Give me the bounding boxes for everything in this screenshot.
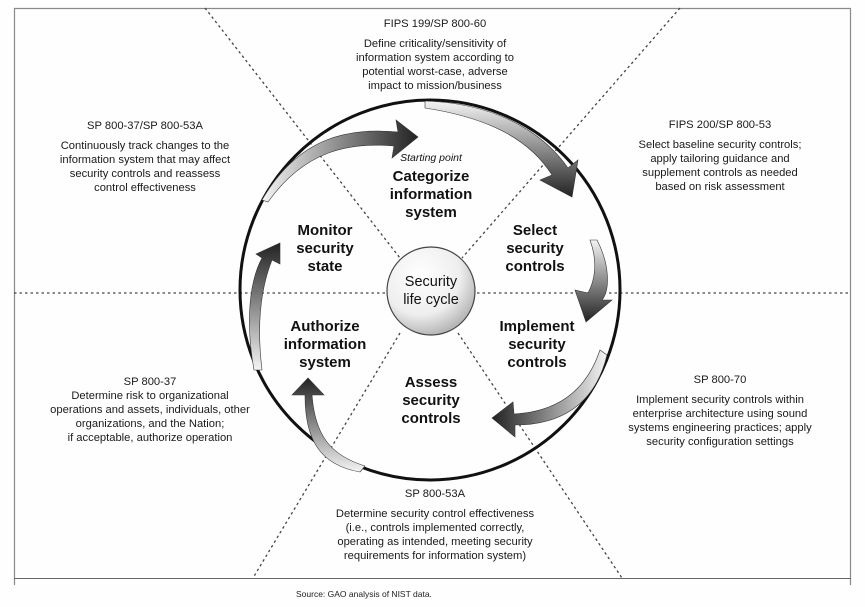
stage-line: controls [507,354,567,371]
reference-standard: FIPS 200/SP 800-53 [668,119,772,131]
description-line: Continuously track changes to the [60,140,230,152]
frame-border [13,7,852,585]
description-line: organizations, and the Nation; [75,418,225,430]
description-line: information system that may affect [59,154,231,166]
description-line: operations and assets, individuals, othe… [50,404,250,416]
reference-standard: SP 800-70 [693,374,747,386]
description-line: enterprise architecture using sound [632,408,808,420]
description-line: Determine security control effectiveness [335,508,535,520]
description-line: (i.e., controls implemented correctly, [345,522,525,534]
stage-implement: Implement security controls [478,318,596,372]
stage-line: Monitor [297,222,353,239]
hub-label: Security life cycle [391,273,471,309]
stage-line: Authorize [290,318,360,335]
stage-line: security [506,240,564,257]
life-cycle-ring [238,98,622,482]
stage-assess: Assess security controls [376,374,486,428]
stage-line: state [307,258,343,275]
description-monitor: SP 800-37/SP 800-53A Continuously track … [30,119,260,195]
description-line: supplement controls as needed [642,167,798,179]
description-line: operating as intended, meeting security [337,536,533,548]
description-assess: SP 800-53A Determine security control ef… [310,487,560,563]
description-line: security configuration settings [646,436,794,448]
stage-line: controls [401,410,461,427]
stage-line: Implement [499,318,575,335]
hub-label-line: Security [404,274,458,290]
reference-standard: SP 800-37/SP 800-53A [87,120,203,132]
divider-top-left [204,7,401,259]
stage-line: system [405,204,457,221]
stage-line: Select [512,222,558,239]
description-line: systems engineering practices; apply [628,422,812,434]
description-line: if acceptable, authorize operation [67,432,233,444]
stage-line: Categorize [392,168,470,185]
description-line: Determine risk to organizational [71,390,229,402]
stage-categorize: Starting point Categorize information sy… [356,150,506,222]
description-line: impact to mission/business [368,80,502,92]
arrow-categorize-to-select [424,100,579,198]
source-note: Source: GAO analysis of NIST data. [296,589,432,599]
arrow-implement-to-assess [491,349,608,438]
stage-monitor: Monitor security state [275,222,375,276]
stage-line: security [402,392,460,409]
stage-line: security [296,240,354,257]
stage-select: Select security controls [480,222,590,276]
description-implement: SP 800-70 Implement security controls wi… [595,373,845,449]
description-line: Implement security controls within [636,394,804,406]
description-line: security controls and reassess [69,168,221,180]
arrow-assess-to-authorize [291,377,366,473]
hub-label-line: life cycle [403,292,459,308]
description-line: based on risk assessment [655,181,785,193]
stage-line: Assess [404,374,458,391]
hub-circle [386,246,476,336]
starting-point-label: Starting point [400,152,462,164]
stage-line: information [283,336,367,353]
stage-line: system [299,354,351,371]
arrow-authorize-to-monitor [249,242,281,371]
description-authorize: SP 800-37 Determine risk to organization… [25,375,275,445]
description-line: apply tailoring guidance and [650,153,790,165]
description-line: Select baseline security controls; [638,139,802,151]
divider-bottom-left [252,332,401,579]
description-line: control effectiveness [94,182,196,194]
stage-line: security [508,336,566,353]
arrow-select-to-implement [574,239,613,323]
sector-dividers [14,7,851,579]
reference-standard: SP 800-37 [123,376,177,388]
divider-top-right [461,7,681,259]
description-line: requirements for information system) [343,550,527,562]
description-select: FIPS 200/SP 800-53 Select baseline secur… [600,118,840,194]
reference-standard: SP 800-53A [404,488,466,500]
arrow-monitor-to-categorize [261,119,419,203]
description-line: information system according to [356,52,514,64]
description-categorize: FIPS 199/SP 800-60 Define criticality/se… [320,17,550,93]
stage-line: controls [505,258,565,275]
stage-authorize: Authorize information system [265,318,385,372]
description-line: potential worst-case, adverse [362,66,508,78]
stage-line: information [389,186,473,203]
reference-standard: FIPS 199/SP 800-60 [383,18,487,30]
description-line: Define criticality/sensitivity of [363,38,507,50]
